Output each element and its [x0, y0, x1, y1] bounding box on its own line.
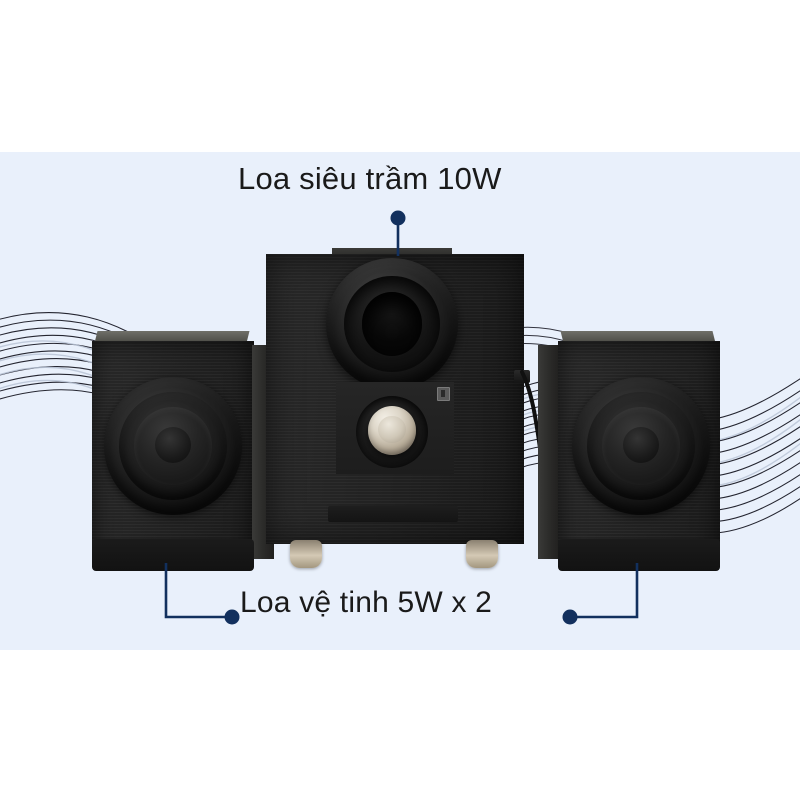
callout-label-subwoofer: Loa siêu trầm 10W	[238, 161, 502, 196]
volume-knob-recess	[356, 396, 428, 468]
bass-port-opening	[361, 292, 423, 356]
driver-dust-cap	[623, 426, 659, 463]
satellite-right-driver	[572, 377, 710, 515]
satellite-left-base-trim	[92, 539, 254, 571]
subwoofer-foot-left	[290, 540, 322, 568]
satellite-right-side-panel	[538, 345, 560, 559]
subwoofer-foot-right	[466, 540, 498, 568]
subwoofer	[266, 248, 530, 568]
volume-knob[interactable]	[367, 406, 417, 456]
satellite-right-base-trim	[558, 539, 720, 571]
callout-label-satellites: Loa vệ tinh 5W x 2	[240, 586, 493, 619]
subwoofer-bass-port	[326, 258, 458, 390]
driver-dust-cap	[155, 426, 191, 463]
satellite-left-driver	[104, 377, 242, 515]
brand-badge-icon	[437, 387, 450, 401]
satellite-speaker-right	[538, 331, 720, 571]
speaker-cable-connector	[514, 370, 530, 383]
volume-knob-cap	[378, 415, 406, 444]
satellite-speaker-left	[92, 331, 274, 571]
subwoofer-bottom-vent	[328, 506, 458, 522]
